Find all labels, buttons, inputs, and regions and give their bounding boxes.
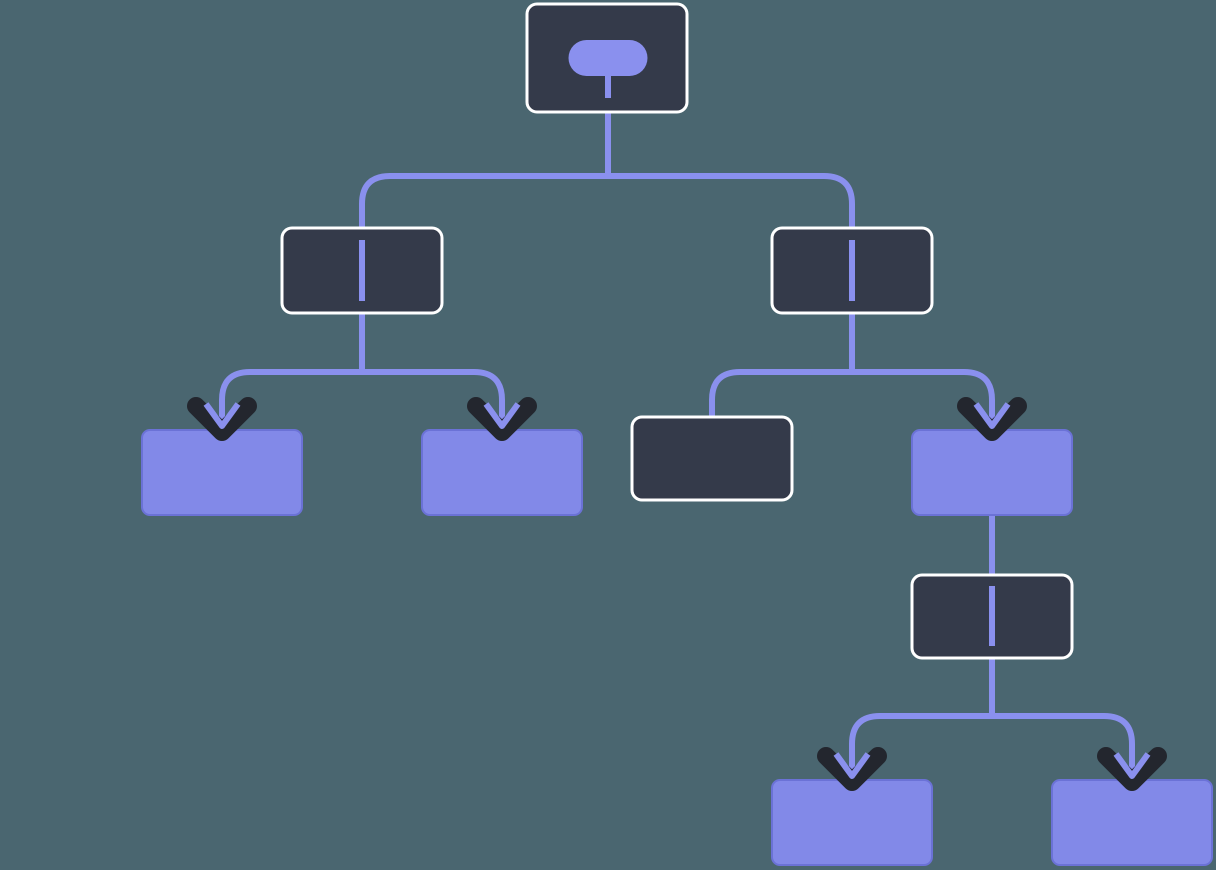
- node-body-leaf: [771, 779, 933, 866]
- edge-layer: [219, 112, 1135, 788]
- edge-l4-dark-to-l5-leaf-2: [989, 658, 1135, 788]
- arrowhead-icon: [467, 397, 537, 441]
- vertical-bar-marker: [849, 240, 855, 301]
- edge-l2-right-to-l3-leaf-3: [849, 313, 995, 438]
- node-l3-leaf-3[interactable]: [911, 429, 1073, 516]
- edge-l2-left-to-l3-leaf-1: [219, 313, 365, 438]
- node-body-leaf: [911, 429, 1073, 516]
- edge-root-to-l2-right: [605, 112, 855, 228]
- vertical-bar-marker: [359, 240, 365, 301]
- arrowhead-inner-chevron: [483, 402, 521, 429]
- arrowhead-icon: [1097, 747, 1167, 791]
- node-l2-right[interactable]: [770, 226, 934, 315]
- node-body-dark: [630, 415, 794, 502]
- arrowhead-inner-chevron: [203, 402, 241, 429]
- arrowhead-inner-chevron: [1113, 752, 1151, 779]
- node-l2-left[interactable]: [280, 226, 444, 315]
- arrowhead-icon: [957, 397, 1027, 441]
- node-l3-leaf-2[interactable]: [421, 429, 583, 516]
- arrowhead-icon: [187, 397, 257, 441]
- edge-l2-left-to-l3-leaf-2: [359, 313, 505, 438]
- node-l3-dark[interactable]: [630, 415, 794, 502]
- node-l5-leaf-1[interactable]: [771, 779, 933, 866]
- edge-l4-dark-to-l5-leaf-1: [849, 658, 995, 788]
- arrowhead-inner-chevron: [833, 752, 871, 779]
- node-body-leaf: [141, 429, 303, 516]
- node-body-leaf: [421, 429, 583, 516]
- vertical-bar-marker: [989, 586, 995, 646]
- node-layer: [141, 2, 1213, 866]
- arrowhead-icon: [817, 747, 887, 791]
- arrowhead-layer: [187, 397, 1167, 791]
- pill-marker: [568, 40, 648, 76]
- node-l4-dark[interactable]: [910, 573, 1074, 660]
- node-body-leaf: [1051, 779, 1213, 866]
- edge-l2-right-to-l3-dark: [709, 313, 855, 417]
- node-root[interactable]: [525, 2, 689, 114]
- arrowhead-inner-chevron: [973, 402, 1011, 429]
- node-l3-leaf-1[interactable]: [141, 429, 303, 516]
- pill-stem: [605, 58, 611, 98]
- node-l5-leaf-2[interactable]: [1051, 779, 1213, 866]
